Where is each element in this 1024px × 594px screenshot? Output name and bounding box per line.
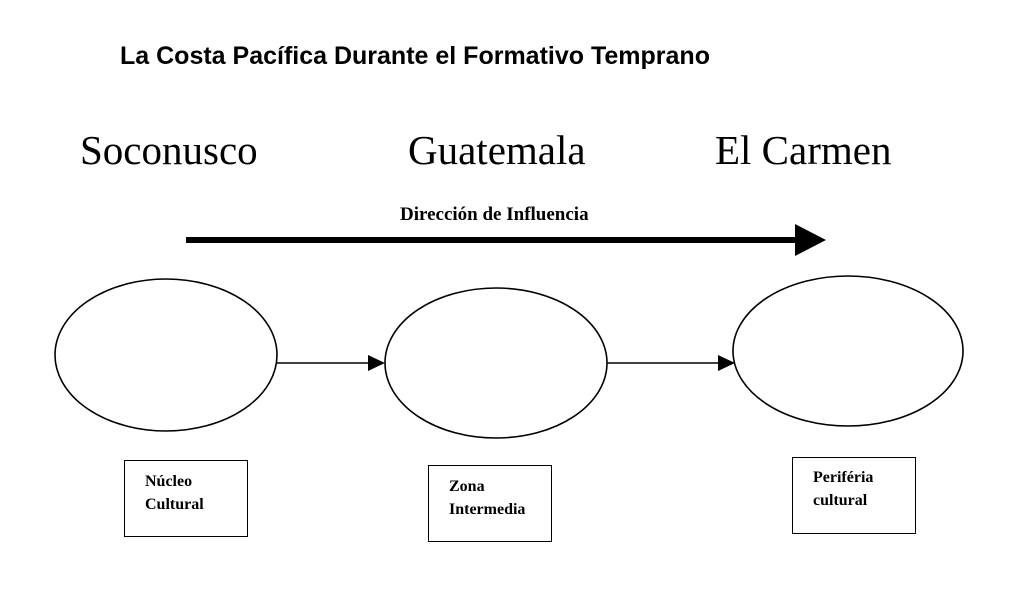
zone-box-periferia-cultural: Periféria cultural [792, 457, 916, 534]
zone-label-line1: Zona [449, 478, 485, 495]
zone-box-zona-intermedia: Zona Intermedia [428, 465, 552, 542]
zone-label-line2: Cultural [145, 496, 204, 513]
direction-label: Dirección de Influencia [400, 204, 589, 225]
zone-label-line1: Núcleo [145, 473, 193, 490]
node-ellipse-el-carmen [732, 275, 964, 427]
influence-direction-arrow [186, 224, 826, 256]
node-ellipse-guatemala [384, 287, 608, 439]
zone-label-line2: cultural [813, 492, 868, 509]
region-label-guatemala: Guatemala [408, 127, 586, 173]
diagram-title: La Costa Pacífica Durante el Formativo T… [120, 42, 710, 70]
zone-label-line2: Intermedia [449, 501, 526, 518]
zone-box-nucleo-cultural: Núcleo Cultural [124, 460, 248, 537]
region-label-soconusco: Soconusco [80, 127, 258, 173]
connector-arrow-2 [607, 355, 735, 371]
connector-arrow-1 [277, 355, 385, 371]
zone-label-line1: Periféria [813, 469, 874, 486]
node-ellipse-soconusco [54, 278, 278, 432]
region-label-el-carmen: El Carmen [715, 127, 892, 173]
